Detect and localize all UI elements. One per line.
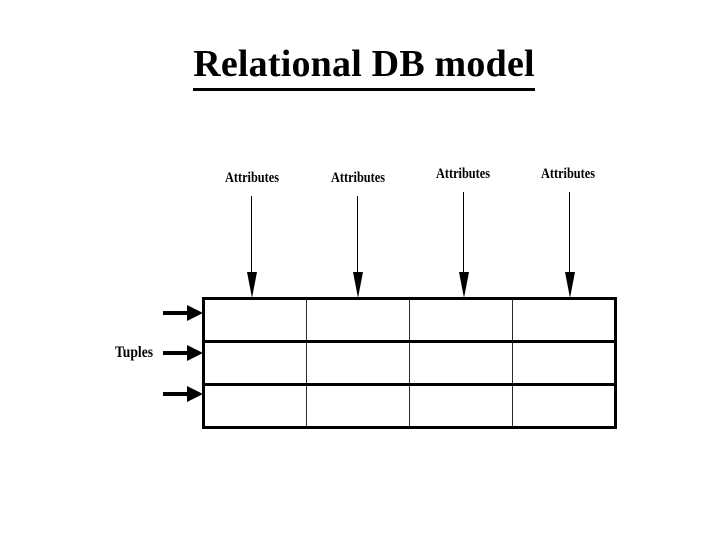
attribute-label-2: Attributes [331,170,385,186]
arrow-head [353,272,363,298]
arrow-shaft [569,192,571,272]
arrow-shaft [163,311,189,315]
arrow-head [459,272,469,298]
arrow-shaft [163,392,189,396]
table-cell[interactable] [202,383,307,429]
arrow-head [187,345,203,361]
table-cell[interactable] [409,297,513,343]
tuple-arrow-row-2 [163,345,203,361]
table-row [202,383,617,429]
attribute-arrow-4 [563,192,577,298]
attribute-label-3: Attributes [436,166,490,182]
arrow-shaft [357,196,359,272]
tuple-arrow-row-3 [163,386,203,402]
table-cell[interactable] [512,297,617,343]
attribute-arrow-3 [457,192,471,298]
table-cell[interactable] [306,383,410,429]
arrow-shaft [463,192,465,272]
relation-table-body [202,297,617,429]
tuple-arrow-row-1 [163,305,203,321]
table-row [202,297,617,343]
arrow-shaft [163,351,189,355]
relation-table [202,297,617,429]
arrow-shaft [251,196,253,272]
page-title: Relational DB model [0,42,728,91]
page-title-text: Relational DB model [193,42,535,91]
arrow-head [247,272,257,298]
attribute-arrow-2 [351,196,365,298]
table-cell[interactable] [409,340,513,386]
table-cell[interactable] [512,383,617,429]
table-row [202,340,617,386]
arrow-head [187,305,203,321]
table-cell[interactable] [306,340,410,386]
arrow-head [565,272,575,298]
attribute-label-1: Attributes [225,170,279,186]
table-cell[interactable] [202,297,307,343]
tuples-label: Tuples [114,344,154,361]
attribute-label-4: Attributes [541,166,595,182]
attribute-arrow-1 [245,196,259,298]
table-cell[interactable] [409,383,513,429]
arrow-head [187,386,203,402]
table-cell[interactable] [306,297,410,343]
table-cell[interactable] [512,340,617,386]
table-cell[interactable] [202,340,307,386]
